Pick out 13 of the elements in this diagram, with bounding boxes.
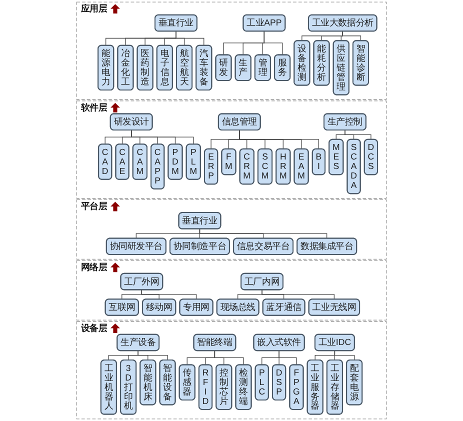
connector: [239, 130, 320, 150]
connector: [199, 228, 328, 239]
connector: [141, 289, 197, 300]
connector: [138, 350, 168, 360]
connector: [176, 30, 204, 46]
connector: [214, 350, 244, 366]
connector: [131, 130, 194, 144]
connector: [262, 289, 335, 300]
connector: [334, 350, 355, 360]
connector: [278, 350, 297, 366]
connector: [344, 130, 372, 140]
connector: [342, 30, 362, 41]
connector: [264, 30, 283, 56]
